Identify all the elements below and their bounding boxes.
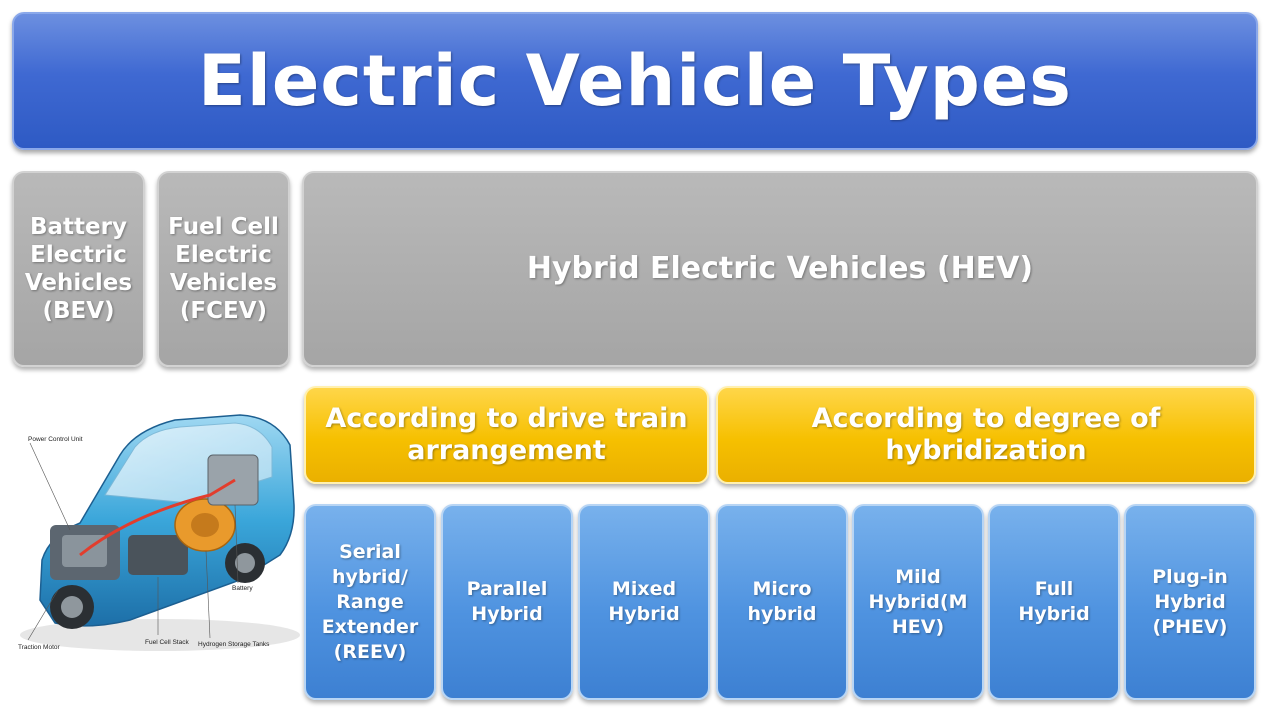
hydrogen-tank-detail	[191, 513, 219, 537]
hybridization-group-box: According to degree of hybridization	[716, 386, 1256, 484]
hev-label: Hybrid Electric Vehicles (HEV)	[526, 251, 1034, 286]
bev-label: Battery Electric Vehicles (BEV)	[24, 214, 133, 324]
drivetrain-group-label: According to drive train arrangement	[325, 403, 688, 466]
rear-wheel-hub	[235, 553, 255, 573]
type-label: Mild Hybrid(M HEV)	[868, 565, 968, 638]
car-shadow	[20, 619, 300, 651]
plugin-hybrid-box: Plug-in Hybrid (PHEV)	[1124, 504, 1256, 700]
parallel-hybrid-box: Parallel Hybrid	[441, 504, 573, 700]
type-label: Full Hybrid	[1018, 578, 1090, 625]
type-label: Micro hybrid	[747, 578, 817, 625]
title-text: Electric Vehicle Types	[198, 40, 1072, 122]
type-label: Mixed Hybrid	[608, 578, 680, 625]
fcev-box: Fuel Cell Electric Vehicles (FCEV)	[157, 171, 290, 367]
page-title: Electric Vehicle Types	[12, 12, 1258, 150]
power-cable	[79, 478, 236, 557]
serial-hybrid-box: Serial hybrid/ Range Extender (REEV)	[304, 504, 436, 700]
type-label: Plug-in Hybrid (PHEV)	[1152, 565, 1228, 638]
fuel-cell-stack-label: Fuel Cell Stack	[145, 639, 189, 646]
leader-line	[234, 504, 239, 584]
drivetrain-group-box: According to drive train arrangement	[304, 386, 709, 484]
bev-box: Battery Electric Vehicles (BEV)	[12, 171, 145, 367]
fcev-label: Fuel Cell Electric Vehicles (FCEV)	[168, 214, 279, 324]
leader-line	[29, 442, 71, 531]
micro-hybrid-box: Micro hybrid	[716, 504, 848, 700]
front-wheel-hub	[61, 596, 83, 618]
mixed-hybrid-box: Mixed Hybrid	[578, 504, 710, 700]
fuel-cell-stack-part	[128, 535, 188, 575]
battery-label: Battery	[232, 585, 253, 592]
power-control-unit-label: Power Control Unit	[28, 436, 83, 443]
hev-box: Hybrid Electric Vehicles (HEV)	[302, 171, 1258, 367]
type-label: Parallel Hybrid	[466, 578, 548, 625]
hydrogen-tanks-label: Hydrogen Storage Tanks	[198, 641, 270, 648]
mild-hybrid-box: Mild Hybrid(M HEV)	[852, 504, 984, 700]
traction-motor-label: Traction Motor	[18, 644, 60, 651]
fuel-cell-car-illustration: Power Control Unit Battery Traction Moto…	[18, 414, 300, 651]
full-hybrid-box: Full Hybrid	[988, 504, 1120, 700]
leader-line	[27, 589, 59, 641]
hybridization-group-label: According to degree of hybridization	[811, 403, 1161, 466]
leader-line	[205, 550, 211, 639]
type-label: Serial hybrid/ Range Extender (REEV)	[321, 540, 419, 663]
